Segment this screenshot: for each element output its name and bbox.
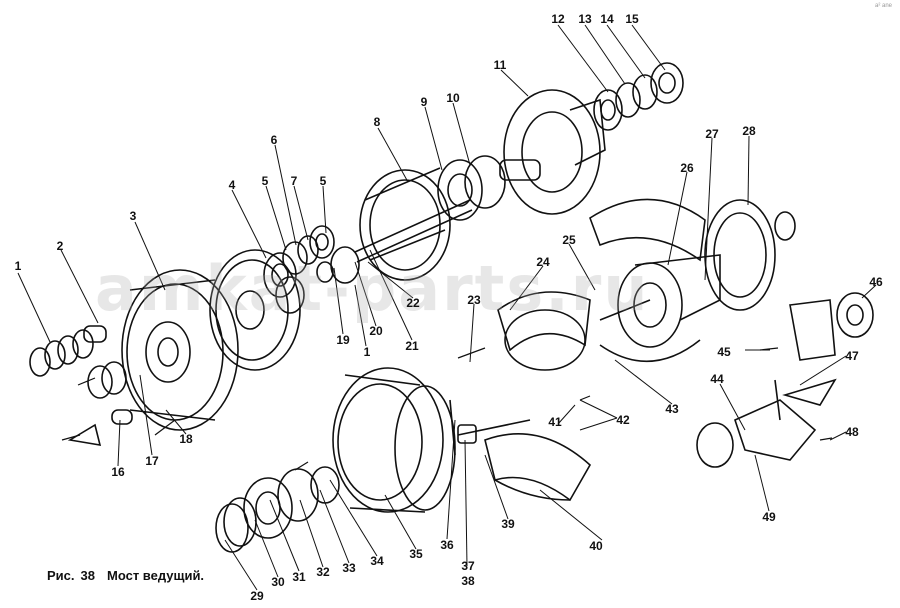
callout: 47 — [845, 349, 859, 363]
callout: 8 — [373, 115, 381, 129]
callout: 15 — [625, 12, 639, 26]
callout: 14 — [600, 12, 614, 26]
hub-bearings — [437, 155, 541, 221]
callout: 36 — [440, 538, 454, 552]
figure-caption: Рис. 38 Мост ведущий. — [47, 568, 210, 583]
bolts — [61, 347, 833, 471]
callout: 21 — [405, 339, 419, 353]
callout: 19 — [336, 333, 350, 347]
callout: 18 — [179, 432, 193, 446]
callout: 48 — [845, 425, 859, 439]
callout: 33 — [342, 561, 356, 575]
callout: 40 — [589, 539, 603, 553]
cam-shaft — [449, 399, 531, 456]
callout: 35 — [409, 547, 423, 561]
callout: 28 — [742, 124, 756, 138]
callout: 45 — [717, 345, 731, 359]
callout: 12 — [551, 12, 565, 26]
brake-drum — [332, 367, 456, 513]
callout: 1 — [14, 259, 22, 273]
callout: 11 — [493, 58, 507, 72]
callout: 25 — [562, 233, 576, 247]
callout: 32 — [316, 565, 330, 579]
watermark: amkat-parts.ru — [95, 252, 650, 325]
callout: 22 — [406, 296, 420, 310]
callout: 27 — [705, 127, 719, 141]
callout: 37 — [461, 559, 475, 573]
callout: 26 — [680, 161, 694, 175]
callout: 41 — [548, 415, 562, 429]
callout: 16 — [111, 465, 125, 479]
callout: 49 — [762, 510, 776, 524]
callout: 38 — [461, 574, 475, 588]
hub-rings-bottom — [215, 466, 340, 553]
bearings-12-15 — [593, 62, 684, 131]
callout: 42 — [616, 413, 630, 427]
sun-gear-shaft — [316, 199, 473, 284]
backing-plate — [704, 199, 796, 311]
callout: 7 — [290, 174, 298, 188]
figure-prefix: Рис. — [47, 568, 75, 583]
callout: 13 — [578, 12, 592, 26]
callout: 44 — [710, 372, 724, 386]
callout: 46 — [869, 275, 883, 289]
callout: 4 — [228, 178, 236, 192]
callout: 29 — [250, 589, 264, 603]
seal-rings-left — [29, 325, 133, 446]
callout: 1 — [363, 345, 371, 359]
brake-shoe-lower — [484, 433, 592, 502]
callout: 43 — [665, 402, 679, 416]
callout: 6 — [270, 133, 278, 147]
wheel-flange — [503, 89, 606, 215]
callout: 2 — [56, 239, 64, 253]
callout: 5 — [319, 174, 327, 188]
callout: 3 — [129, 209, 137, 223]
callout: 20 — [369, 324, 383, 338]
figure-title: Мост ведущий. — [106, 568, 205, 583]
corner-mark: a² ane — [874, 3, 892, 9]
callout: 9 — [420, 95, 428, 109]
brake-chamber — [789, 292, 874, 361]
callout: 5 — [261, 174, 269, 188]
slack-adjuster — [696, 378, 837, 468]
callout: 39 — [501, 517, 515, 531]
dust-shield — [589, 198, 706, 363]
callout: 34 — [370, 554, 384, 568]
planet-carrier — [209, 249, 301, 371]
ring-gear — [359, 167, 451, 281]
callout: 24 — [536, 255, 550, 269]
callout: 31 — [292, 570, 306, 584]
brake-shoe-upper — [497, 291, 591, 371]
callout: 23 — [467, 293, 481, 307]
axle-housing — [599, 254, 721, 348]
satellite-gears — [263, 225, 335, 314]
callout: 10 — [446, 91, 460, 105]
callout: 30 — [271, 575, 285, 589]
callout: 17 — [145, 454, 159, 468]
figure-number: 38 — [80, 568, 95, 583]
